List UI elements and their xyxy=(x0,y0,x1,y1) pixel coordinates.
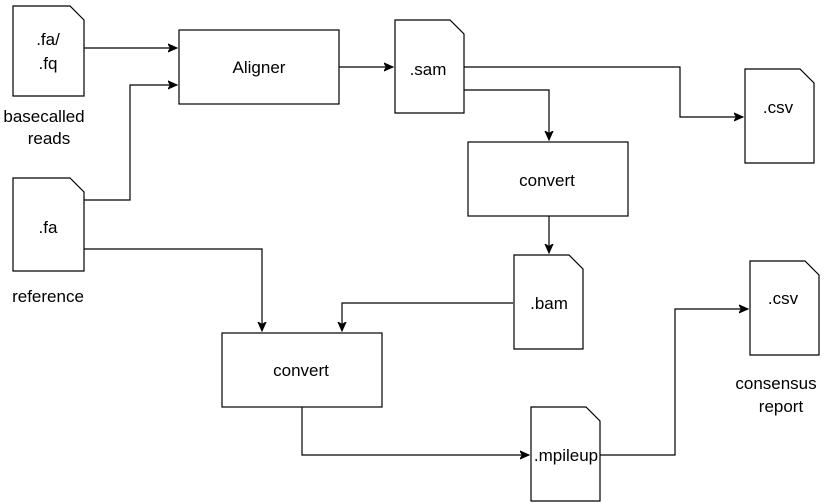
document-icon xyxy=(513,254,584,350)
document-icon xyxy=(12,5,85,97)
fa-reference-file: .fa xyxy=(12,177,85,272)
consensus-report-label-line-1: consensus xyxy=(735,374,816,393)
fa-fq-line-2: .fq xyxy=(39,54,58,73)
edge-convert-to-mpileup xyxy=(301,407,529,455)
edge-reference-to-aligner xyxy=(84,85,177,201)
fa-fq-line-1: .fa/ xyxy=(36,30,60,49)
csv-file-bottom: .csv xyxy=(749,260,820,356)
convert-box-top: convert xyxy=(467,141,629,217)
convert-bottom-label: convert xyxy=(273,361,329,380)
bam-label: .bam xyxy=(530,294,568,313)
edge-sam-to-csv xyxy=(464,66,743,117)
document-icon xyxy=(394,19,465,114)
edge-reference-to-convert xyxy=(84,248,262,331)
document-icon xyxy=(12,177,85,272)
aligner-box: Aligner xyxy=(178,29,340,105)
edge-sam-to-convert xyxy=(464,89,549,140)
edge-mpileup-to-csv xyxy=(600,309,748,456)
reference-label: reference xyxy=(12,287,84,306)
csv-file-top: .csv xyxy=(744,68,815,164)
fa-reference-label: .fa xyxy=(39,218,58,237)
edges xyxy=(84,48,748,455)
document-icon xyxy=(530,406,601,502)
document-icon xyxy=(744,68,815,164)
bam-file: .bam xyxy=(513,254,584,350)
edge-bam-to-convert xyxy=(342,302,513,331)
convert-box-bottom: convert xyxy=(221,332,383,408)
convert-top-label: convert xyxy=(519,171,575,190)
aligner-label: Aligner xyxy=(233,58,286,77)
basecalled-reads-label-line-2: reads xyxy=(28,129,71,148)
consensus-report-label-line-2: report xyxy=(759,397,804,416)
document-icon xyxy=(749,260,820,356)
sam-file: .sam xyxy=(394,19,465,114)
csv-bottom-label: .csv xyxy=(768,289,799,308)
fa-fq-file: .fa/ .fq xyxy=(12,5,85,97)
sam-label: .sam xyxy=(410,60,447,79)
csv-top-label: .csv xyxy=(763,98,794,117)
mpileup-label: .mpileup xyxy=(534,446,598,465)
mpileup-file: .mpileup xyxy=(530,406,601,502)
basecalled-reads-label-line-1: basecalled xyxy=(3,107,84,126)
